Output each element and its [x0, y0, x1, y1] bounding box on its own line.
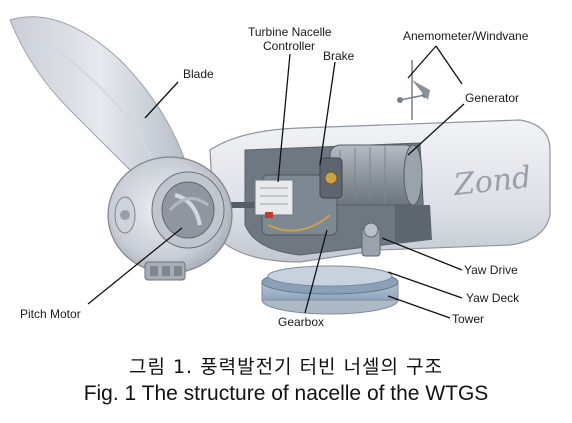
- nacelle-diagram: Zond Blade Turbine Nacelle Controller Br…: [9, 16, 551, 329]
- caption-korean: 그림 1. 풍력발전기 터빈 너셀의 구조: [128, 356, 444, 378]
- windvane-tail: [412, 80, 430, 100]
- gearbox-wire: [267, 214, 331, 232]
- generator-body: [329, 144, 416, 206]
- label-yaw-drive: Yaw Drive: [464, 263, 518, 277]
- label-yaw-deck: Yaw Deck: [466, 291, 520, 305]
- label-turbine-nacelle-controller-2: Controller: [263, 39, 315, 53]
- label-brake: Brake: [323, 49, 355, 63]
- label-pitch-motor: Pitch Motor: [20, 307, 81, 321]
- generator-end: [403, 144, 423, 206]
- leader-lines: [87, 45, 465, 319]
- label-generator: Generator: [465, 91, 519, 105]
- yaw-deck-inner: [267, 265, 393, 287]
- caption-english: Fig. 1 The structure of nacelle of the W…: [83, 382, 489, 405]
- brake-caliper: [324, 171, 338, 185]
- label-tower: Tower: [452, 312, 484, 326]
- nacelle-rear-opening: [395, 205, 432, 242]
- brand-script: Zond: [451, 160, 533, 203]
- label-anemometer-windvane: Anemometer/Windvane: [403, 29, 529, 43]
- label-turbine-nacelle-controller-1: Turbine Nacelle: [248, 25, 332, 39]
- controller-box: [254, 179, 294, 216]
- label-gearbox: Gearbox: [278, 315, 324, 329]
- hub-inner: [161, 181, 215, 239]
- label-blade: Blade: [183, 67, 214, 81]
